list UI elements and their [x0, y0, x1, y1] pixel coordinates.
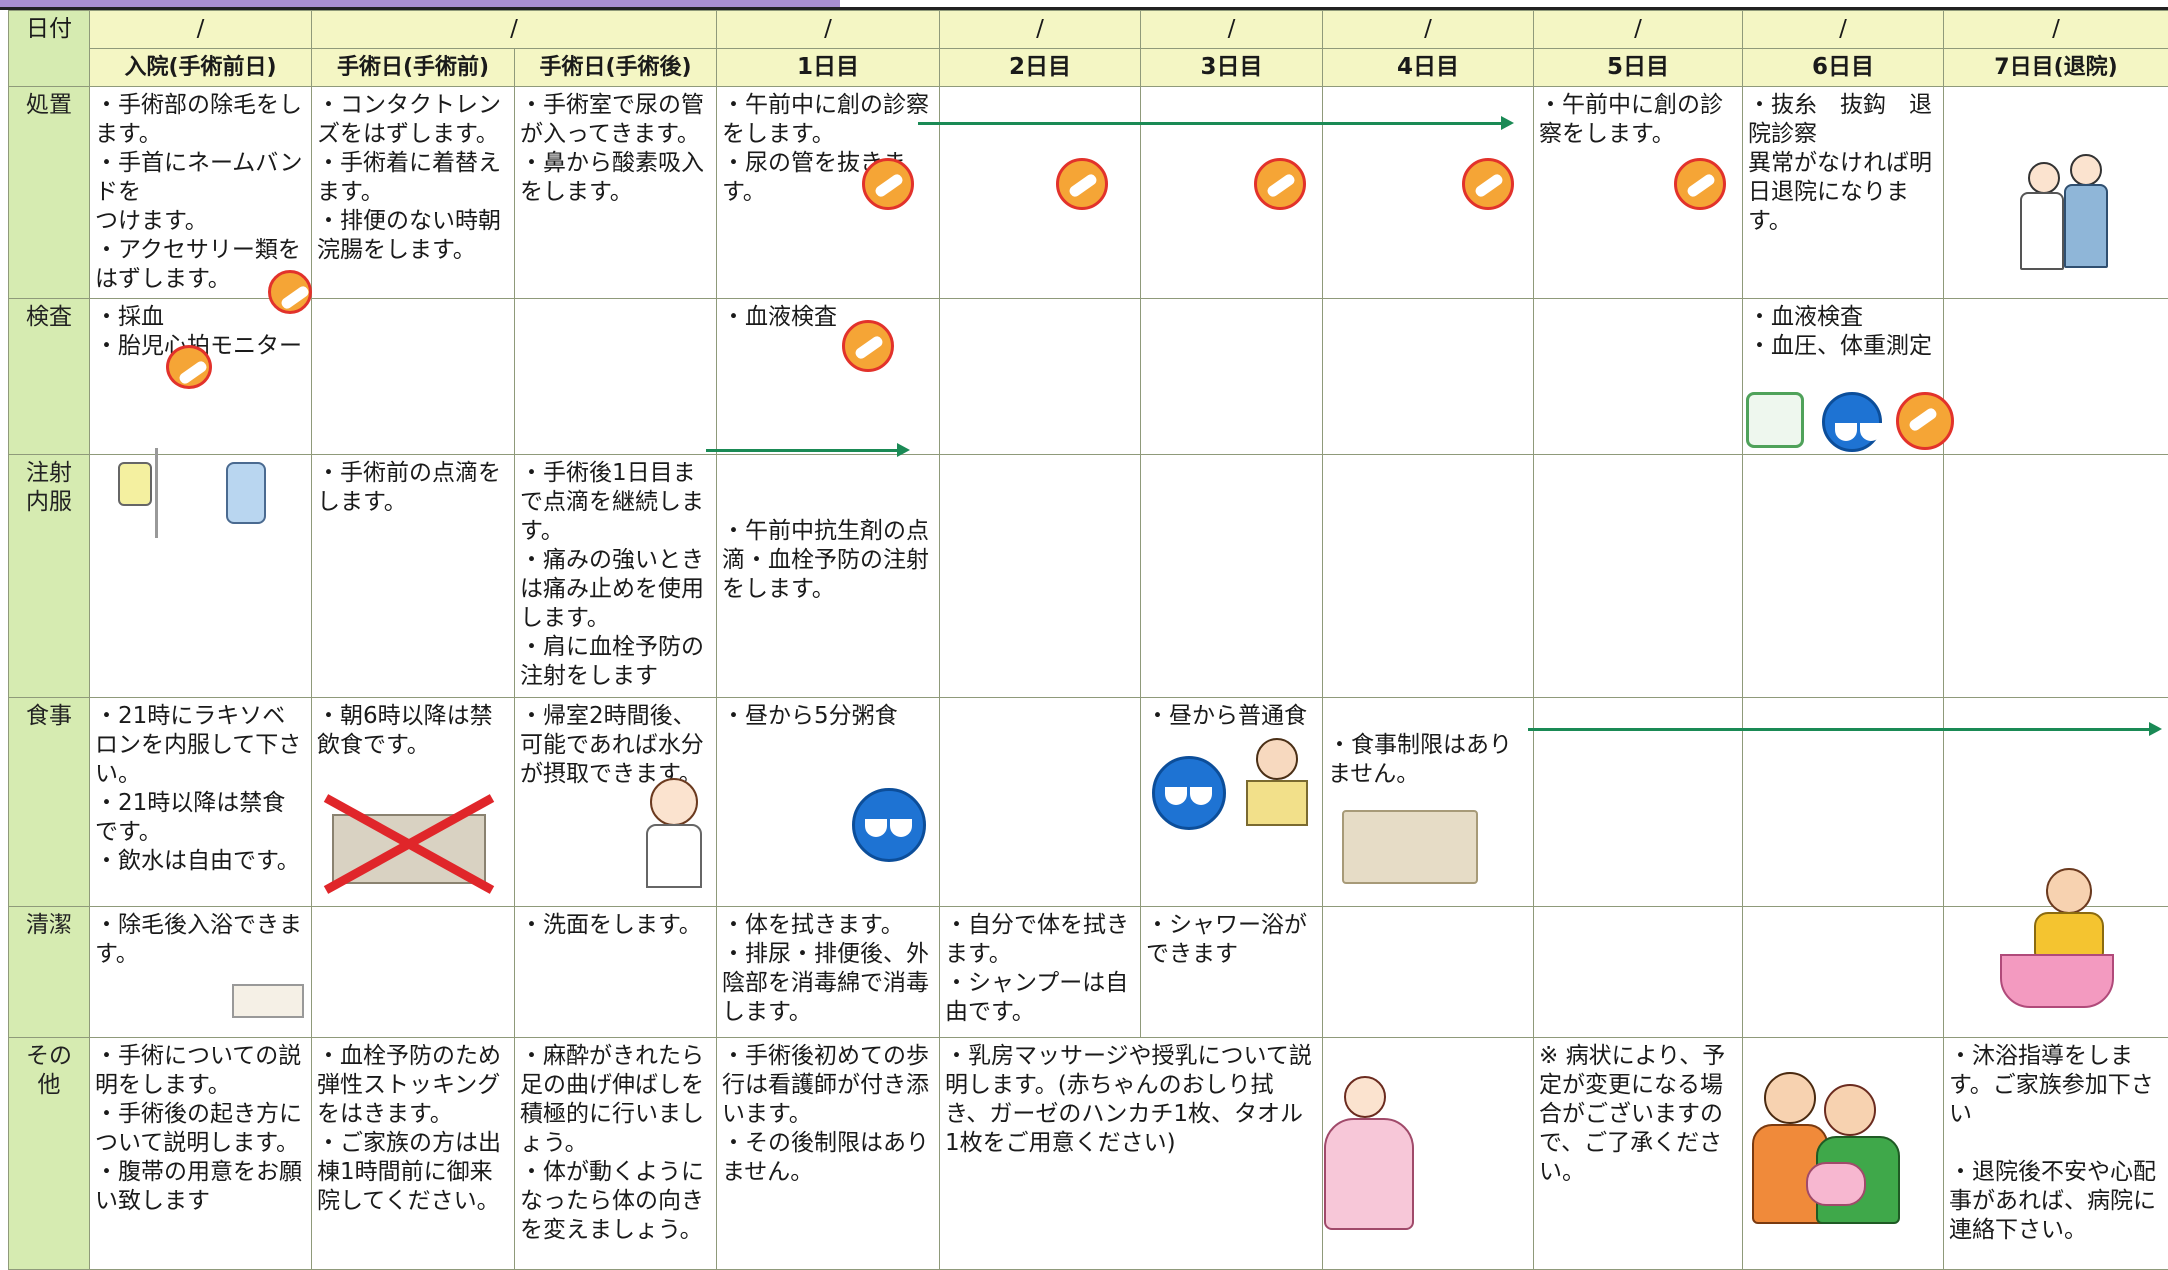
rice-bowl-icon [852, 788, 926, 862]
bandage-icon [1056, 158, 1108, 210]
cell-hygiene-preop [312, 907, 515, 1038]
top-band [0, 0, 2168, 10]
cell-injection-preop: ・手術前の点滴をします。 [312, 455, 515, 698]
date-slot: / [717, 11, 940, 49]
cell-injection-day5 [1534, 455, 1743, 698]
day-header: 4日目 [1323, 49, 1534, 87]
cell-other-day2-3: ・乳房マッサージや授乳について説明します。(赤ちゃんのおしり拭き、ガーゼのハンカ… [940, 1038, 1323, 1270]
continuation-arrow [918, 122, 1510, 125]
cell-meal-admission: ・21時にラキソベロンを内服して下さい。 ・21時以降は禁食です。 ・飲水は自由… [90, 698, 312, 907]
day-header: 6日目 [1743, 49, 1944, 87]
iv-bag-character-icon [220, 452, 268, 536]
row-header-injection: 注射 内服 [9, 455, 90, 698]
row-header-other: その 他 [9, 1038, 90, 1270]
family-icon [1752, 1066, 1900, 1226]
date-slot: / [1323, 11, 1534, 49]
date-slot: / [1743, 11, 1944, 49]
day-header: 1日目 [717, 49, 940, 87]
date-slot: / [1534, 11, 1743, 49]
day-header: 2日目 [940, 49, 1141, 87]
cell-treatment-admission: ・手術部の除毛をします。 ・手首にネームバンドを つけます。 ・アクセサリー類を… [90, 87, 312, 299]
cell-hygiene-day4 [1323, 907, 1534, 1038]
cell-other-day7: ・沐浴指導をします。ご家族参加下さい ・退院後不安や心配事があれば、病院に連絡下… [1944, 1038, 2168, 1270]
date-slot: / [940, 11, 1141, 49]
meal-tray-icon [1342, 810, 1478, 884]
bath-sign-icon [232, 960, 302, 1016]
meal-tray-crossed-icon [320, 794, 498, 894]
cell-other-postop: ・麻酔がきれたら足の曲げ伸ばしを積極的に行いましょう。 ・体が動くようになったら… [515, 1038, 717, 1270]
day-header: 手術日(手術前) [312, 49, 515, 87]
bandage-icon [1462, 158, 1514, 210]
cell-hygiene-day1: ・体を拭きます。 ・排尿・排便後、外陰部を消毒綿で消毒します。 [717, 907, 940, 1038]
cell-other-admission: ・手術についての説明をします。 ・手術後の起き方について説明します。 ・腹帯の用… [90, 1038, 312, 1270]
corner-date-label: 日付 [9, 11, 90, 87]
bandage-icon [1674, 158, 1726, 210]
cell-other-preop: ・血栓予防のため弾性ストッキングをはきます。 ・ご家族の方は出棟1時間前に御来院… [312, 1038, 515, 1270]
blood-pressure-icon [1822, 392, 1882, 452]
cell-injection-postop: ・手術後1日目まで点滴を継続します。 ・痛みの強いときは痛み止めを使用します。 … [515, 455, 717, 698]
cell-hygiene-day3: ・シャワー浴ができます [1141, 907, 1323, 1038]
cell-injection-day3 [1141, 455, 1323, 698]
row-header-exam: 検査 [9, 299, 90, 455]
row-header-meal: 食事 [9, 698, 90, 907]
syringe-icon [268, 270, 312, 314]
day-header: 5日目 [1534, 49, 1743, 87]
cell-exam-day5 [1534, 299, 1743, 455]
day-header: 手術日(手術後) [515, 49, 717, 87]
cell-exam-postop [515, 299, 717, 455]
day-header: 3日目 [1141, 49, 1323, 87]
cell-injection-day2 [940, 455, 1141, 698]
row-header-hygiene: 清潔 [9, 907, 90, 1038]
cell-hygiene-day5 [1534, 907, 1743, 1038]
baby-bath-icon [2000, 862, 2112, 1010]
cell-exam-day1: ・血液検査 [717, 299, 940, 455]
cell-other-day5: ※ 病状により、予定が変更になる場合がございますので、ご了承ください。 [1534, 1038, 1743, 1270]
cell-hygiene-postop: ・洗面をします。 [515, 907, 717, 1038]
date-slot: / [1141, 11, 1323, 49]
cell-exam-day3 [1141, 299, 1323, 455]
nurse-and-doctor-icon [2010, 148, 2112, 318]
cell-exam-day7 [1944, 299, 2168, 455]
cell-treatment-day2 [940, 87, 1141, 299]
cell-injection-day6 [1743, 455, 1944, 698]
cell-hygiene-day2: ・自分で体を拭きます。 ・シャンプーは自由です。 [940, 907, 1141, 1038]
nurse-icon [642, 778, 702, 888]
scale-icon [1746, 392, 1804, 448]
date-slot: / [312, 11, 717, 49]
day-header: 入院(手術前日) [90, 49, 312, 87]
bandage-icon [862, 158, 914, 210]
row-header-treatment: 処置 [9, 87, 90, 299]
bandage-icon [1254, 158, 1306, 210]
cell-exam-day4 [1323, 299, 1534, 455]
patient-eating-icon [1240, 734, 1310, 828]
syringe-icon [1896, 392, 1954, 450]
cell-treatment-preop: ・コンタクトレンズをはずします。 ・手術着に着替えます。 ・排便のない時朝浣腸を… [312, 87, 515, 299]
cell-other-day1: ・手術後初めての歩行は看護師が付き添います。 ・その後制限はありません。 [717, 1038, 940, 1270]
day-header: 7日目(退院) [1944, 49, 2168, 87]
date-slot: / [90, 11, 312, 49]
cell-injection-day7 [1944, 455, 2168, 698]
monitor-icon [166, 345, 212, 389]
cell-hygiene-day6 [1743, 907, 1944, 1038]
date-slot: / [1944, 11, 2168, 49]
continuation-arrow [706, 449, 906, 452]
mother-baby-icon [1314, 1072, 1424, 1232]
syringe-icon [842, 320, 894, 372]
cell-exam-preop [312, 299, 515, 455]
cell-exam-day2 [940, 299, 1141, 455]
cell-treatment-day6: ・抜糸 抜鈎 退院診察 異常がなければ明日退院になります。 [1743, 87, 1944, 299]
continuation-arrow [1528, 728, 2158, 731]
cell-treatment-postop: ・手術室で尿の管が入ってきます。 ・鼻から酸素吸入をします。 [515, 87, 717, 299]
rice-bowl-icon [1152, 756, 1226, 830]
iv-drip-icon [110, 448, 170, 543]
cell-meal-day2 [940, 698, 1141, 907]
cell-injection-day1: ・午前中抗生剤の点滴・血栓予防の注射をします。 [717, 455, 940, 698]
cell-injection-day4 [1323, 455, 1534, 698]
